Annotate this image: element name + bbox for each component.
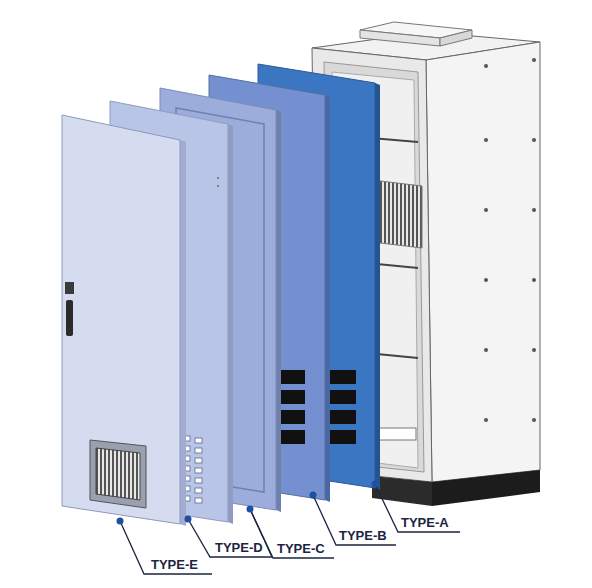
vent-hole xyxy=(195,468,202,473)
type-label: TYPE-A xyxy=(400,515,450,530)
vent-hole xyxy=(195,448,202,453)
vent-hole xyxy=(195,458,202,463)
leader-lines xyxy=(120,484,460,574)
type-label: TYPE-E xyxy=(150,557,199,572)
type-label: TYPE-C xyxy=(276,541,326,556)
vent-hole xyxy=(195,478,202,483)
vent-hole xyxy=(195,438,202,443)
type-label: TYPE-D xyxy=(214,540,264,555)
vent-hole xyxy=(195,498,202,503)
panel-type-e xyxy=(62,115,186,526)
type-label: TYPE-B xyxy=(338,528,388,543)
vent-hole xyxy=(195,488,202,493)
leader-dots xyxy=(117,481,379,525)
